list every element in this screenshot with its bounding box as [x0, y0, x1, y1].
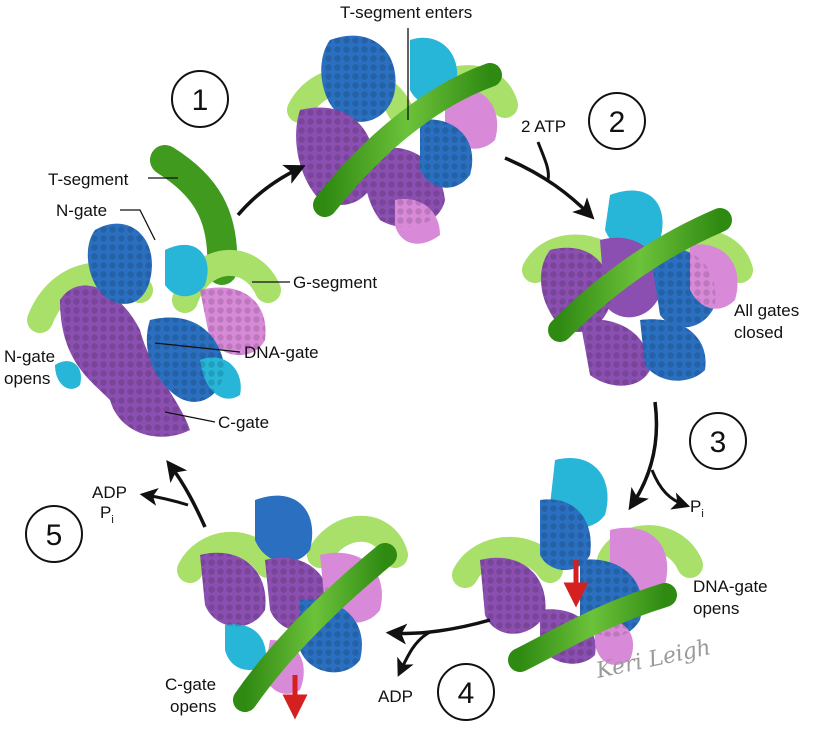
- step-3: 3: [689, 412, 747, 470]
- label-g-segment: G-segment: [293, 273, 377, 292]
- label-pi-step5: Pi: [100, 503, 114, 526]
- arrow-5-to-1: [166, 459, 207, 528]
- complex-state-2: [287, 35, 518, 244]
- label-all-gates-closed-line2: closed: [734, 323, 783, 342]
- label-n-gate-opens-line1: N-gate: [4, 347, 55, 366]
- step-5-number: 5: [46, 519, 63, 552]
- adp-release-arrow: [397, 630, 431, 677]
- protein-complex-5: [200, 495, 382, 694]
- step-4-number: 4: [458, 677, 475, 710]
- label-all-gates-closed-line1: All gates: [734, 301, 799, 320]
- label-c-gate-opens-line1: C-gate: [165, 675, 216, 694]
- label-dna-gate-opens-line2: opens: [693, 599, 739, 618]
- t-segment-dna: [313, 63, 502, 217]
- label-2-atp: 2 ATP: [521, 117, 566, 136]
- step-4: 4: [437, 663, 495, 721]
- t-segment-dna: [508, 583, 677, 672]
- complex-state-1: [27, 145, 281, 437]
- atp-input-arrow: [536, 141, 550, 181]
- protein-complex-1: [55, 223, 266, 437]
- label-dna-gate-opens-line1: DNA-gate: [693, 577, 768, 596]
- label-c-gate: C-gate: [218, 413, 269, 432]
- label-adp: ADP: [378, 687, 413, 706]
- label-pi: Pi: [690, 497, 704, 520]
- step-2: 2: [588, 92, 646, 150]
- step-1-number: 1: [192, 84, 209, 117]
- pi-release-arrow: [650, 469, 691, 510]
- arrow-1-to-2: [236, 164, 306, 217]
- cycle-arrows: [139, 141, 691, 677]
- arrow-2-to-3: [504, 156, 595, 220]
- complex-state-4: [452, 458, 703, 672]
- arrow-4-to-5: [385, 618, 491, 645]
- complex-state-3: [522, 190, 753, 386]
- adp-pi-release-arrow: [139, 488, 189, 507]
- label-dna-gate: DNA-gate: [244, 343, 319, 362]
- label-t-segment-enters: T-segment enters: [340, 3, 472, 22]
- label-adp-step5: ADP: [92, 483, 127, 502]
- leader-lines: [120, 28, 409, 423]
- protein-complex-2: [296, 35, 498, 244]
- label-n-gate: N-gate: [56, 201, 107, 220]
- label-t-segment: T-segment: [48, 170, 129, 189]
- step-5: 5: [25, 505, 83, 563]
- t-segment-dna: [233, 543, 397, 712]
- complex-state-5: [177, 495, 408, 720]
- label-n-gate-opens-line2: opens: [4, 369, 50, 388]
- protein-complex-3: [540, 190, 738, 386]
- arrow-3-to-4: [628, 401, 659, 511]
- t-segment-dna: [548, 208, 732, 342]
- step-1: 1: [171, 70, 229, 128]
- step-2-number: 2: [609, 106, 626, 139]
- step-3-number: 3: [710, 426, 727, 459]
- label-c-gate-opens-line2: opens: [170, 697, 216, 716]
